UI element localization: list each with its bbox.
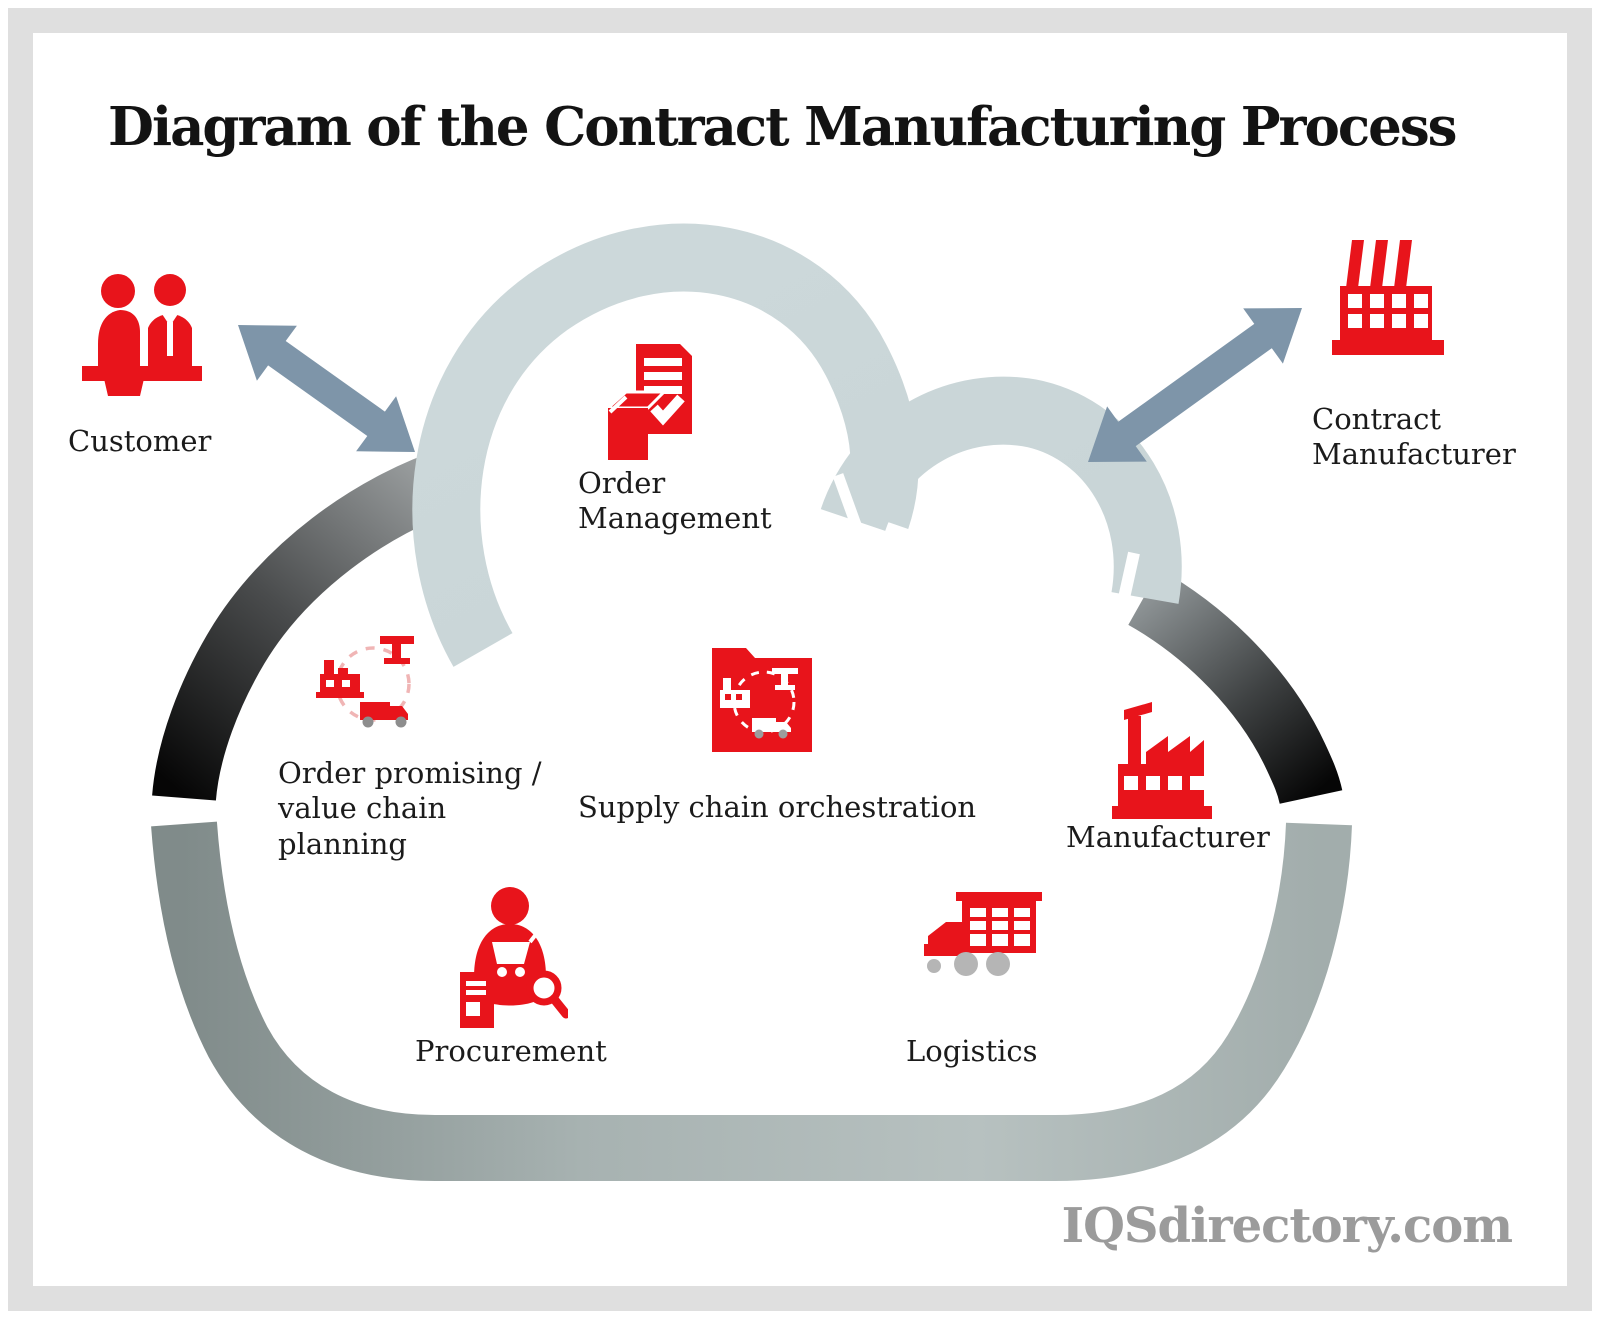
- buyer-search-icon: [460, 887, 568, 1028]
- page-title: Diagram of the Contract Manufacturing Pr…: [108, 96, 1458, 158]
- logistics-truck-icon: [924, 892, 1042, 976]
- label-contract-manufacturer: Contract Manufacturer: [1312, 402, 1516, 472]
- customer-people-icon: [82, 274, 202, 396]
- label-order-management: Order Management: [578, 466, 772, 536]
- contract-factory-icon: [1332, 240, 1444, 355]
- label-customer: Customer: [68, 424, 212, 458]
- cloud-arc-top: [412, 223, 919, 667]
- watermark: IQSdirectory.com: [1061, 1198, 1513, 1254]
- cloud-cut: [832, 473, 874, 560]
- cloud-arc-top-right: [820, 376, 1182, 604]
- label-procurement: Procurement: [415, 1034, 607, 1068]
- factory-icon: [1112, 702, 1212, 819]
- cloud-cut: [1106, 551, 1140, 654]
- cloud-arc-right: [1127, 569, 1343, 805]
- folder-cycle-icon: [712, 648, 812, 752]
- order-document-box-icon: [604, 344, 692, 460]
- label-order-promising: Order promising / value chain planning: [278, 756, 542, 861]
- contract-manufacturer-cloud-arrow: [1088, 308, 1302, 462]
- cloud-arc-bottom: [151, 821, 1352, 1181]
- planning-cycle-icon: [316, 636, 414, 728]
- customer-cloud-arrow: [238, 325, 415, 452]
- cloud-arc-left: [152, 447, 466, 802]
- label-supply-chain-orchestration: Supply chain orchestration: [578, 790, 977, 824]
- label-manufacturer: Manufacturer: [1066, 820, 1270, 854]
- label-logistics: Logistics: [906, 1034, 1038, 1068]
